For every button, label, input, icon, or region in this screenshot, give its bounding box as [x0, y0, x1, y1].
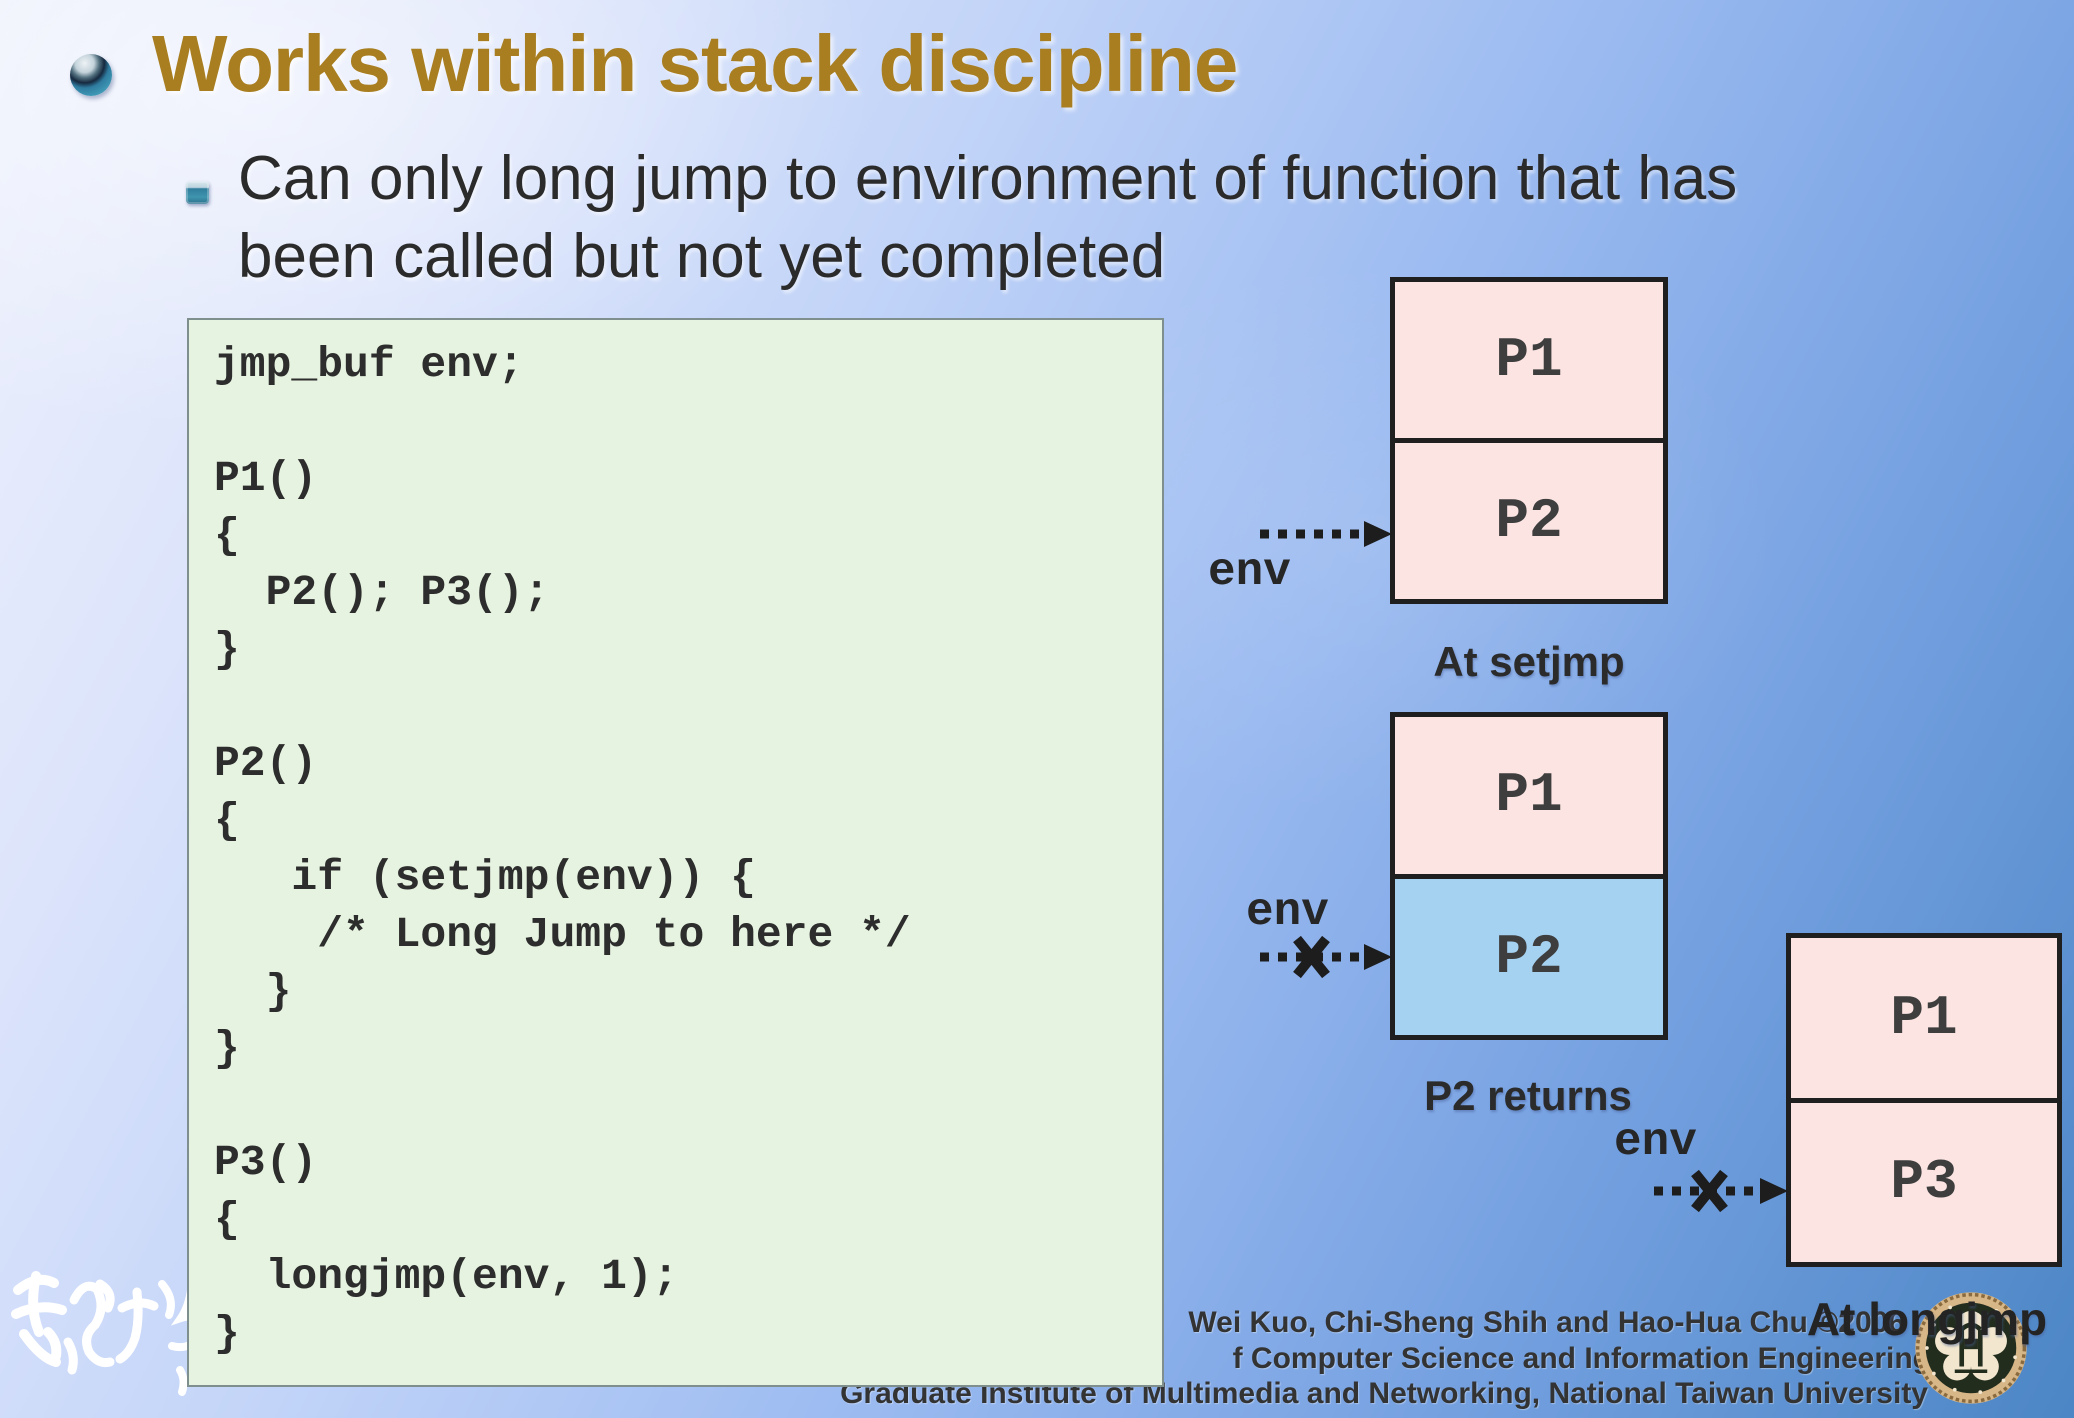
stack-frame-deallocated: P2 [1395, 873, 1663, 1035]
frame-label: P3 [1890, 1150, 1958, 1215]
frame-label: P2 [1495, 924, 1563, 989]
diagram-caption-p2-returns: P2 returns [1424, 1072, 1632, 1119]
slide-title: Works within stack discipline [152, 19, 1238, 108]
env-pointer-label: env [1614, 1116, 1697, 1168]
diagram-caption-at-longjmp: At longjmp [1806, 1293, 2048, 1345]
frame-label: P1 [1495, 763, 1563, 828]
frame-label: P1 [1890, 985, 1958, 1050]
stack-frame: P3 [1791, 1097, 2057, 1262]
env-crossed-arrow-icon [1654, 1169, 1788, 1213]
title-sphere-bullet-icon [70, 54, 112, 96]
stack-diagram-at-longjmp: P1 P3 [1786, 933, 2062, 1267]
stack-frame: P1 [1395, 282, 1663, 438]
frame-label: P2 [1495, 489, 1563, 553]
stack-diagram-p2-returns: P1 P2 [1390, 712, 1668, 1040]
code-block: jmp_buf env; P1() { P2(); P3(); } P2() {… [187, 318, 1164, 1387]
env-dotted-arrow-icon [1260, 521, 1392, 547]
env-crossed-arrow-icon [1260, 935, 1392, 979]
bullet-text: Can only long jump to environment of fun… [238, 140, 1737, 296]
bullet-text-line2: been called but not yet completed [238, 222, 1166, 291]
stack-frame: P1 [1395, 717, 1663, 874]
footer-credit-department: f Computer Science and Information Engin… [1232, 1342, 1931, 1375]
env-pointer-label: env [1246, 886, 1329, 938]
frame-label: P1 [1495, 328, 1563, 392]
calligraphy-watermark-icon [11, 1271, 204, 1396]
sub-bullet-cube-icon [186, 181, 209, 204]
bullet-text-line1: Can only long jump to environment of fun… [238, 144, 1738, 213]
stack-frame: P2 [1395, 438, 1663, 599]
stack-diagram-at-setjmp: P1 P2 [1390, 277, 1668, 604]
diagram-caption-at-setjmp: At setjmp [1433, 638, 1625, 685]
stack-frame: P1 [1791, 938, 2057, 1098]
